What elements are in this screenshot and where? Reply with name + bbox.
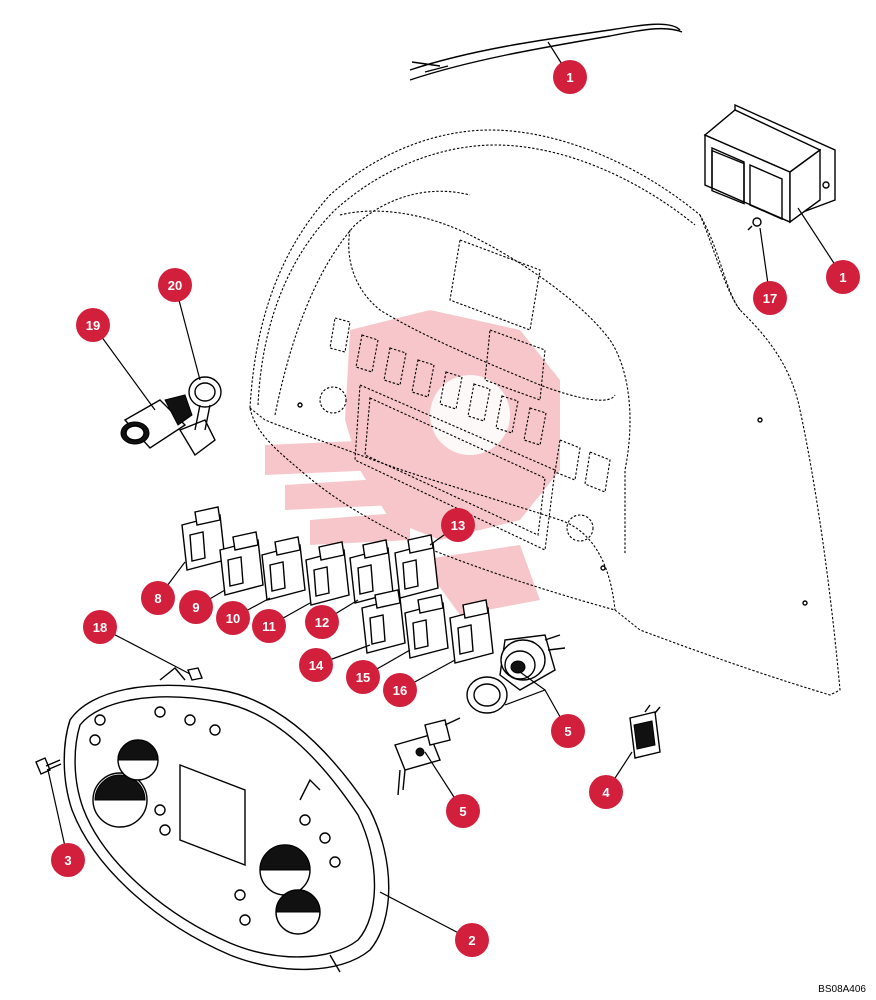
wire-harness-part	[409, 23, 683, 81]
rocker-switch-13	[394, 534, 439, 599]
callout-20[interactable]: 20	[158, 268, 192, 302]
callout-1-wire[interactable]: 1	[553, 60, 587, 94]
svg-text:12: 12	[315, 615, 329, 630]
svg-text:1: 1	[839, 270, 846, 285]
callout-1-box[interactable]: 1	[826, 260, 860, 294]
rocker-switch-11	[305, 541, 350, 606]
svg-text:8: 8	[154, 591, 161, 606]
callout-13[interactable]: 13	[441, 508, 475, 542]
rocker-switch-15	[404, 594, 449, 659]
rocker-switch-8	[181, 506, 226, 571]
svg-text:16: 16	[393, 683, 407, 698]
rocker-switches	[181, 506, 494, 664]
svg-text:13: 13	[451, 518, 465, 533]
callout-10[interactable]: 10	[216, 601, 250, 635]
rocker-switch-14	[361, 589, 406, 654]
instrument-cluster-part	[63, 667, 390, 973]
screw-part	[35, 757, 62, 775]
ignition-switch-part	[466, 634, 566, 714]
svg-text:14: 14	[309, 658, 324, 673]
svg-text:2: 2	[468, 933, 475, 948]
callout-3[interactable]: 3	[51, 843, 85, 877]
svg-text:15: 15	[356, 670, 370, 685]
diagram-code: BS08A406	[818, 984, 866, 995]
nut-part	[187, 667, 203, 681]
key-part	[394, 717, 461, 796]
callout-15[interactable]: 15	[346, 660, 380, 694]
callout-9[interactable]: 9	[179, 590, 213, 624]
connector-box-part	[703, 103, 836, 231]
svg-text:11: 11	[262, 619, 276, 634]
callout-18[interactable]: 18	[83, 610, 117, 644]
callouts: 1 1 17 20 19 13 8 9 10 11 12 18 14 15 16…	[51, 60, 860, 957]
svg-text:20: 20	[168, 278, 182, 293]
svg-text:5: 5	[459, 804, 466, 819]
rocker-switch-9	[219, 531, 264, 596]
watermark-logo	[265, 310, 560, 615]
small-switch-part	[629, 704, 661, 759]
callout-16[interactable]: 16	[383, 673, 417, 707]
callout-8[interactable]: 8	[141, 581, 175, 615]
rocker-switch-16	[449, 599, 494, 664]
svg-text:9: 9	[192, 600, 199, 615]
callout-12[interactable]: 12	[305, 605, 339, 639]
svg-text:18: 18	[93, 620, 107, 635]
callout-5-ignition[interactable]: 5	[551, 714, 585, 748]
svg-text:19: 19	[86, 318, 100, 333]
callout-11[interactable]: 11	[252, 609, 286, 643]
callout-4[interactable]: 4	[589, 775, 623, 809]
callout-19[interactable]: 19	[76, 308, 110, 342]
callout-14[interactable]: 14	[299, 648, 333, 682]
svg-text:10: 10	[226, 611, 240, 626]
rocker-switch-10	[261, 536, 306, 601]
svg-text:3: 3	[64, 853, 71, 868]
callout-2[interactable]: 2	[455, 923, 489, 957]
accessory-socket-part	[120, 376, 222, 457]
callout-5-key[interactable]: 5	[446, 794, 480, 828]
svg-text:4: 4	[602, 785, 610, 800]
callout-17[interactable]: 17	[753, 281, 787, 315]
svg-text:1: 1	[566, 70, 573, 85]
svg-text:17: 17	[763, 291, 777, 306]
svg-text:5: 5	[564, 724, 571, 739]
